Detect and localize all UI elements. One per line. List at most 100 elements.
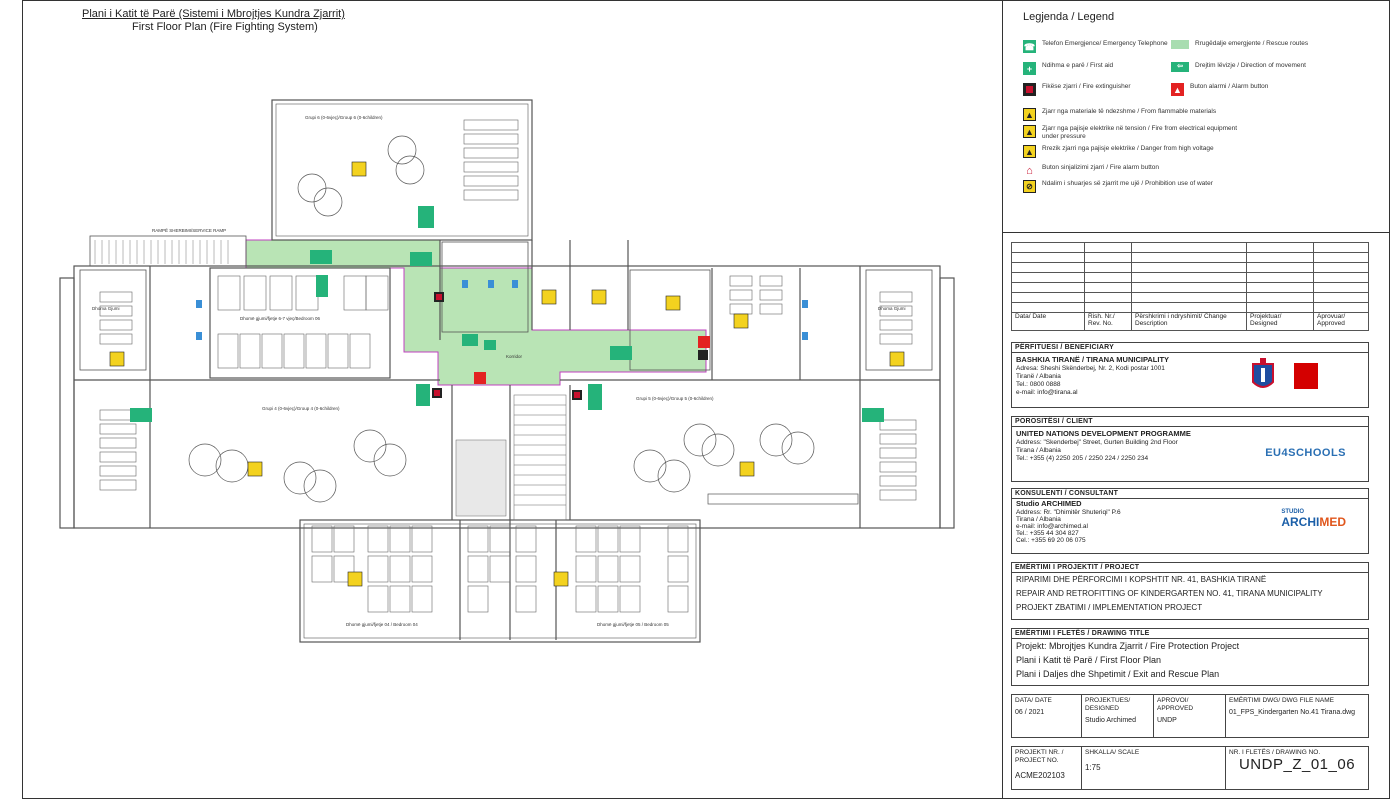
room-label-service-ramp: RAMPË SHERBIMI/SERVICE RAMP <box>152 227 226 233</box>
legend-item-flammable: ▲ Zjarr nga materiale të ndezshme / From… <box>1023 108 1252 121</box>
warning-icon <box>733 313 749 329</box>
beneficiary-heading: PËRFITUESI / BENEFICIARY <box>1012 343 1368 353</box>
phone-icon: ☎ <box>1023 40 1036 53</box>
project-section: EMËRTIMI I PROJEKTIT / PROJECT RIPARIMI … <box>1011 562 1369 620</box>
fire-alarm-button-icon: ⌂ <box>1026 164 1033 177</box>
consultant-line: Tirana / Albania <box>1016 516 1061 523</box>
legend-title: Legjenda / Legend <box>1023 11 1115 23</box>
archimed-logo-part-a: ARCHI <box>1281 515 1320 529</box>
date-value: 06 / 2021 <box>1015 709 1045 716</box>
warning-icon <box>591 289 607 305</box>
consultant-line: e-mail: info@archimed.al <box>1016 523 1088 530</box>
client-line: Tirana / Albania <box>1016 447 1061 454</box>
round-tables <box>188 135 859 505</box>
consultant-name: Studio ARCHIMED <box>1016 499 1082 508</box>
phone-sign-icon <box>484 340 496 350</box>
warning-icon <box>889 351 905 367</box>
exit-sign-icon <box>610 346 632 360</box>
room-label-group5: Grupi 5 (0-6vjeç)/Group 5 (0-6children) <box>636 396 714 401</box>
exit-sign-icon <box>130 408 152 422</box>
first-aid-icon: + <box>1023 62 1036 75</box>
eu4schools-logo: EU4SCHOOLS <box>1265 447 1346 459</box>
room-label-bedroom04: Dhomë gjumi/fjetje 04 / Bedroom 04 <box>346 622 418 627</box>
rev-header-designed: Projektuar/ Designed <box>1246 312 1314 331</box>
warning-electric-icon: ▲ <box>1023 125 1036 138</box>
legend-item-extinguisher: Fikëse zjarri / Fire extinguisher <box>1023 83 1172 96</box>
no-water-icon: ⊘ <box>1023 180 1036 193</box>
room-label-dormitory: Dhomë gjumi/fjetje 6-7 vjeç/Bedroom 06 <box>240 316 321 321</box>
staircase <box>455 394 567 521</box>
tirana-coat-of-arms-logo <box>1252 358 1274 388</box>
room-label-bedroom05: Dhomë gjumi/fjetje 05 / Bedroom 05 <box>597 622 669 627</box>
client-heading: POROSITËSI / CLIENT <box>1012 417 1368 427</box>
beneficiary-line: Tiranë / Albania <box>1016 373 1061 380</box>
rev-header-date: Data/ Date <box>1011 312 1085 331</box>
beneficiary-line: Adresa: Sheshi Skënderbej, Nr. 2, Kodi p… <box>1016 365 1165 372</box>
designed-label: PROJEKTUES/ DESIGNED <box>1085 697 1131 712</box>
archimed-logo-part-b: MED <box>1319 515 1346 529</box>
legend-item-first-aid: + Ndihma e parë / First aid <box>1023 62 1172 75</box>
warning-icon <box>247 461 263 477</box>
client-section: POROSITËSI / CLIENT UNITED NATIONS DEVEL… <box>1011 416 1369 482</box>
approved-label: APROVOI/ APPROVED <box>1157 697 1194 712</box>
exit-sign-icon <box>418 206 434 228</box>
project-heading: EMËRTIMI I PROJEKTIT / PROJECT <box>1012 563 1368 573</box>
legend-item-fire-alarm-button: ⌂ Buton sinjalizimi zjarri / Fire alarm … <box>1023 164 1252 177</box>
warning-icon <box>351 161 367 177</box>
exit-sign-icon <box>316 275 328 297</box>
project-no-label: PROJEKTI NR. / PROJECT NO. <box>1015 749 1064 764</box>
beneficiary-line: Tel.: 0800 0888 <box>1016 381 1061 388</box>
warning-icon <box>739 461 755 477</box>
rev-header-approved: Aprovuar/ Approved <box>1313 312 1369 331</box>
designed-value: Studio Archimed <box>1085 717 1136 724</box>
project-no-value: ACME202103 <box>1015 771 1065 780</box>
drawing-title-line: Projekt: Mbrojtjes Kundra Zjarrit / Fire… <box>1016 641 1240 651</box>
project-line: PROJEKT ZBATIMI / IMPLEMENTATION PROJECT <box>1016 603 1203 612</box>
dormitory-beds <box>99 119 917 613</box>
alarm-button-icon <box>474 372 486 384</box>
first-aid-sign-icon <box>462 334 478 346</box>
consultant-heading: KONSULENTI / CONSULTANT <box>1012 489 1368 499</box>
warning-icon <box>541 289 557 305</box>
consultant-line: Address: Rr. "Dhimitër Shuteriqi" P.6 <box>1016 509 1121 516</box>
project-line: RIPARIMI DHE PËRFORCIMI I KOPSHTIT NR. 4… <box>1016 575 1267 584</box>
plan-title-english: First Floor Plan (Fire Fighting System) <box>132 21 318 33</box>
consultant-line: Tel.: +355 44 304 827 <box>1016 530 1079 537</box>
drawing-no-value: UNDP_Z_01_06 <box>1238 756 1356 773</box>
title-block-panel: Legjenda / Legend ☎ Telefon Emergjence/ … <box>1002 0 1389 799</box>
client-name: UNITED NATIONS DEVELOPMENT PROGRAMME <box>1016 429 1191 438</box>
evacuation-route-area <box>245 239 707 386</box>
legend-item-phone: ☎ Telefon Emergjence/ Emergency Telephon… <box>1023 40 1168 53</box>
client-line: Tel.: +355 (4) 2250 205 / 2250 224 / 225… <box>1016 455 1149 462</box>
room-label-side-right: Dhoma Gjumi <box>878 306 906 311</box>
legend-item-rescue-route: Rrugëdalje emergjente / Rescue routes <box>1171 40 1365 49</box>
legend-item-no-water: ⊘ Ndalim i shuarjes së zjarrit me ujë / … <box>1023 180 1252 193</box>
room-label-group4: Grupi 4 (0-6vjeç)/Group 4 (0-6children) <box>262 406 340 411</box>
approved-value: UNDP <box>1157 717 1177 724</box>
consultant-line: Cel.: +355 69 20 06 075 <box>1016 537 1086 544</box>
legend-item-electric: ▲ Zjarr nga pajisje elektrike në tension… <box>1023 125 1252 141</box>
warning-icon <box>109 351 125 367</box>
drawing-title-heading: EMËRTIMI I FLETËS / DRAWING TITLE <box>1012 629 1368 639</box>
exit-sign-icon <box>588 384 602 410</box>
fire-extinguisher-icon <box>698 350 708 360</box>
warning-flammable-icon: ▲ <box>1023 108 1036 121</box>
client-line: Address: "Skenderbej" Street, Gurten Bui… <box>1016 439 1178 446</box>
archimed-logo: STUDIO ARCHIMED <box>1281 509 1346 529</box>
archimed-logo-tag: STUDIO <box>1281 509 1304 515</box>
warning-icon <box>665 295 681 311</box>
drawing-title-line: Plani i Katit të Parë / First Floor Plan <box>1016 655 1162 665</box>
warning-icon <box>347 571 363 587</box>
alarm-button-icon <box>698 336 710 348</box>
revision-table: Data/ Date Rish. Nr./ Rev. No. Përshkrim… <box>1011 242 1369 331</box>
drawing-no-label: NR. I FLETËS / DRAWING NO. <box>1229 749 1321 756</box>
plan-title-albanian: Plani i Katit të Parë (Sistemi i Mbrojtj… <box>82 8 345 20</box>
warning-signs <box>109 161 905 587</box>
toilet-fixtures <box>196 280 808 340</box>
legend-box: Legjenda / Legend ☎ Telefon Emergjence/ … <box>1003 0 1389 233</box>
scale-label: SHKALLA/ SCALE <box>1085 749 1140 756</box>
legend-item-alarm-button: ▲ Buton alarmi / Alarm button <box>1171 83 1360 96</box>
exit-direction-icon: ⇦ <box>1171 62 1189 72</box>
legend-item-voltage: ▲ Rrezik zjarri nga pajisje elektrike / … <box>1023 145 1252 158</box>
meta-row-project-no: PROJEKTI NR. / PROJECT NO. ACME202103 SH… <box>1011 746 1369 790</box>
